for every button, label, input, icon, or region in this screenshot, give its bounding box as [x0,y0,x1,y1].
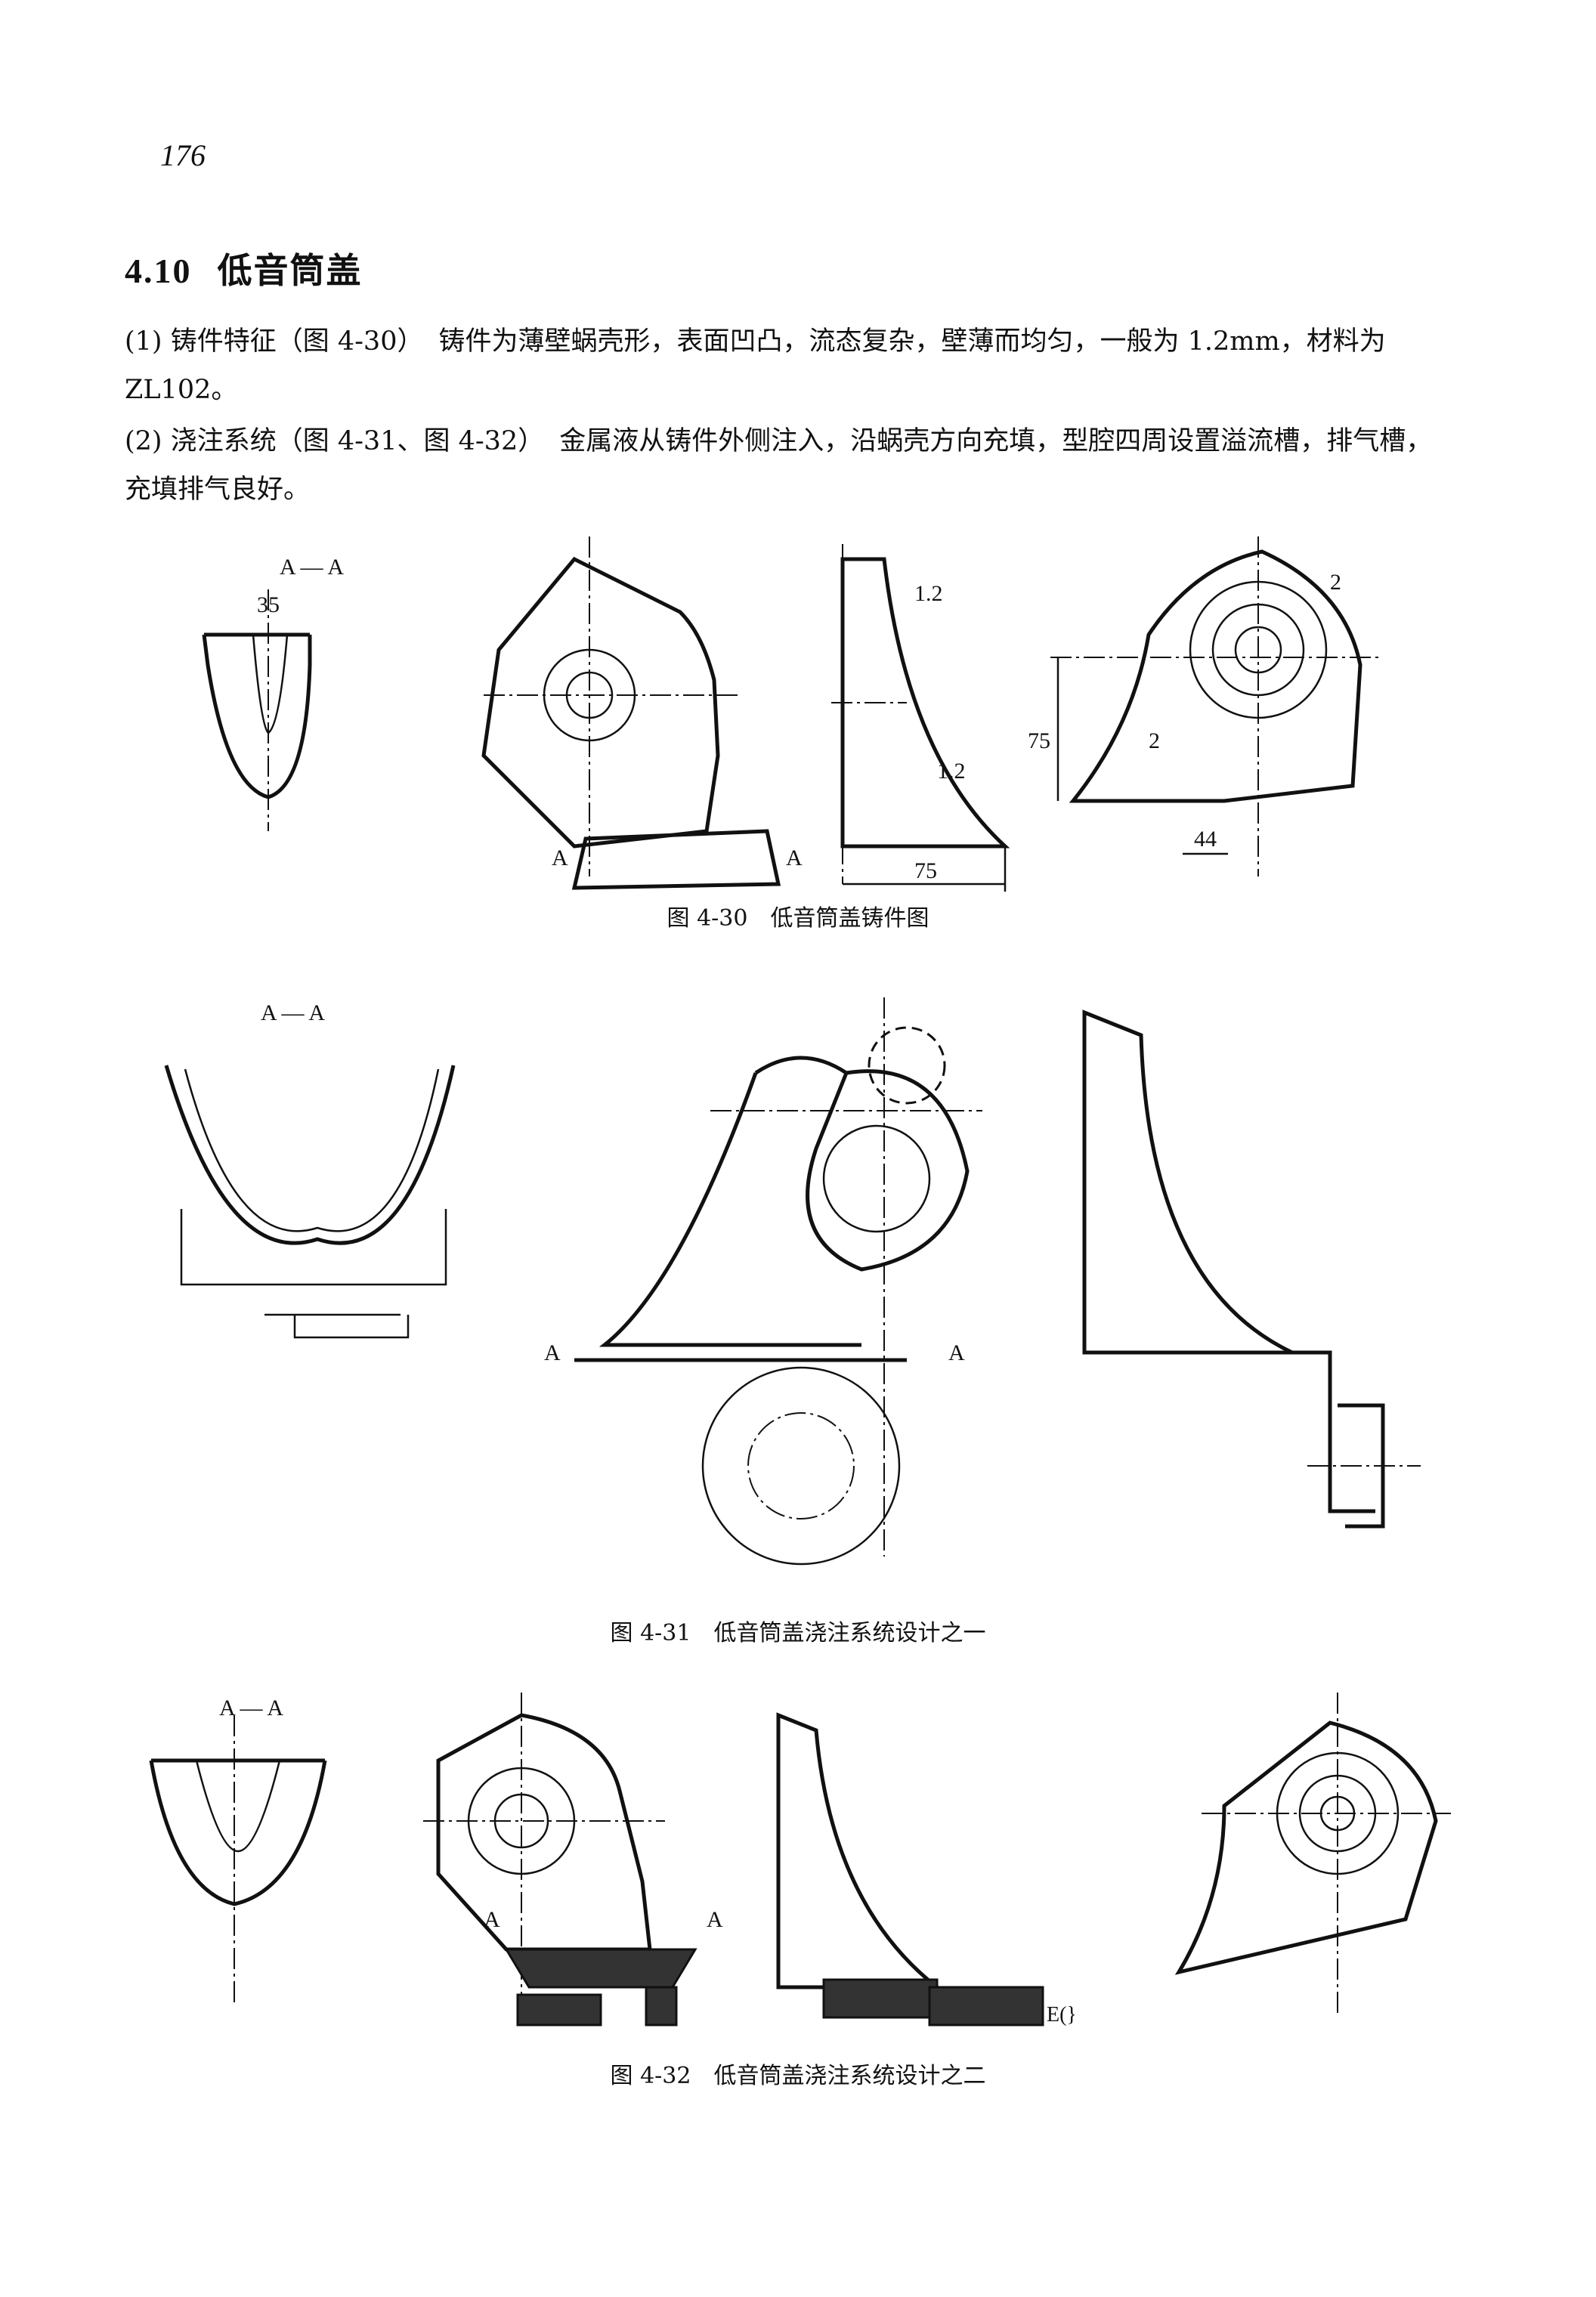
drawing-annotation: A [544,1340,561,1365]
section-view-aa: A — A 35 [202,555,344,831]
drawing-stroke [252,634,289,734]
drawing-stroke [1069,549,1362,803]
section-label: A — A [280,555,344,580]
drawing-stroke [184,1068,440,1232]
drawing-stroke [1202,1693,1451,2017]
drawing-annotation: 1.2 [937,759,966,784]
drawing-annotation: A — A [219,1696,283,1720]
gating-front-view: A A [544,997,982,1566]
drawing-annotation: A [707,1907,723,1932]
drawing-stroke [822,1978,939,2019]
drawing-stroke [195,1760,281,1853]
drawing-stroke [516,1993,602,2026]
drawing-annotation: 75 [914,858,937,883]
gating-side-view: E(} [776,1712,1077,2026]
drawing-annotation: 2 [1149,728,1160,753]
drawing-stroke [776,1712,943,1989]
drawing-stroke [701,1366,901,1566]
drawing-stroke [481,556,720,849]
section-view-aa: A — A [149,1696,327,2002]
drawing-stroke [868,1026,946,1105]
drawing-stroke [710,997,982,1557]
drawing-stroke [164,1065,456,1245]
drawing-stroke [645,1986,678,2026]
drawing-annotation: 75 [1028,728,1050,753]
figure-4-32-drawing: A — A A A E(} [149,1693,1451,2026]
drawing-annotation: A [948,1340,965,1365]
drawing-stroke [806,1069,970,1272]
rear-view [1174,1693,1451,2017]
drawing-annotation: A [552,846,568,870]
paragraph-gating-system: (2) 浇注系统（图 4-31、图 4-32）金属液从铸件外侧注入，沿蜗壳方向充… [125,417,1458,514]
page-number: 176 [160,138,206,172]
drawing-stroke [202,632,312,799]
front-view: A A [481,536,803,890]
dim-35: 35 [257,592,280,617]
paragraph-label: (2) 浇注系统（图 4-31、图 4-32） [125,426,545,456]
paragraph-text: 铸件为薄壁蜗壳形，表面凹凸，流态复杂，壁薄而均匀，一般为 1.2mm，材料为 Z… [125,326,1386,405]
drawing-stroke [1082,1009,1294,1355]
drawing-stroke [843,846,1007,892]
drawing-annotation: A [786,846,803,870]
figure-4-31-caption: 图 4-31 低音筒盖浇注系统设计之一 [610,1620,986,1646]
gating-side-view [1082,1009,1421,1529]
drawing-stroke [180,1209,447,1339]
drawing-stroke [1285,1350,1385,1529]
drawing-stroke [1050,536,1383,876]
drawing-stroke [747,1412,855,1519]
figure-4-30-drawing: A — A 35 A A 1.2 1.2 75 75 2 2 44 [202,536,1383,892]
side-view: 1.2 1.2 75 [831,544,1010,892]
figure-4-32-caption: 图 4-32 低音筒盖浇注系统设计之二 [610,2063,986,2089]
drawing-annotation: 2 [1330,570,1341,595]
rear-view: 75 2 2 44 [1028,536,1383,876]
drawing-annotation: 44 [1194,827,1217,852]
drawing-stroke [504,1948,697,1989]
section-number: 4.10 [125,252,192,290]
paragraph-label: (1) 铸件特征（图 4-30） [125,326,424,357]
drawing-stroke [484,536,741,876]
drawing-stroke [928,1986,1044,2026]
section-title: 低音筒盖 [217,250,363,291]
drawing-annotation: A — A [261,1000,325,1025]
section-view-aa: A — A [164,1000,456,1339]
drawing-stroke [1056,657,1228,855]
drawing-stroke [571,829,781,890]
drawing-stroke [840,557,1010,849]
drawing-stroke [831,544,907,884]
drawing-stroke [149,1758,327,1906]
drawing-stroke [822,1124,931,1233]
gating-front-view: A A [423,1693,723,2026]
figure-4-30-caption: 图 4-30 低音筒盖铸件图 [667,905,929,932]
section-heading: 4.10 低音筒盖 [125,243,363,293]
paragraph-text: 金属液从铸件外侧注入，沿蜗壳方向充填，型腔四周设置溢流槽，排气槽，充填排气良好。 [125,426,1433,505]
drawing-annotation: E(} [1047,2003,1077,2026]
paragraph-casting-features: (1) 铸件特征（图 4-30）铸件为薄壁蜗壳形，表面凹凸，流态复杂，壁薄而均匀… [125,317,1458,414]
drawing-stroke [1174,1720,1438,1975]
drawing-stroke [598,1056,861,1347]
drawing-annotation: A [484,1907,500,1932]
drawing-annotation: 1.2 [914,581,943,606]
figure-4-31-drawing: A — A A A [164,997,1421,1566]
